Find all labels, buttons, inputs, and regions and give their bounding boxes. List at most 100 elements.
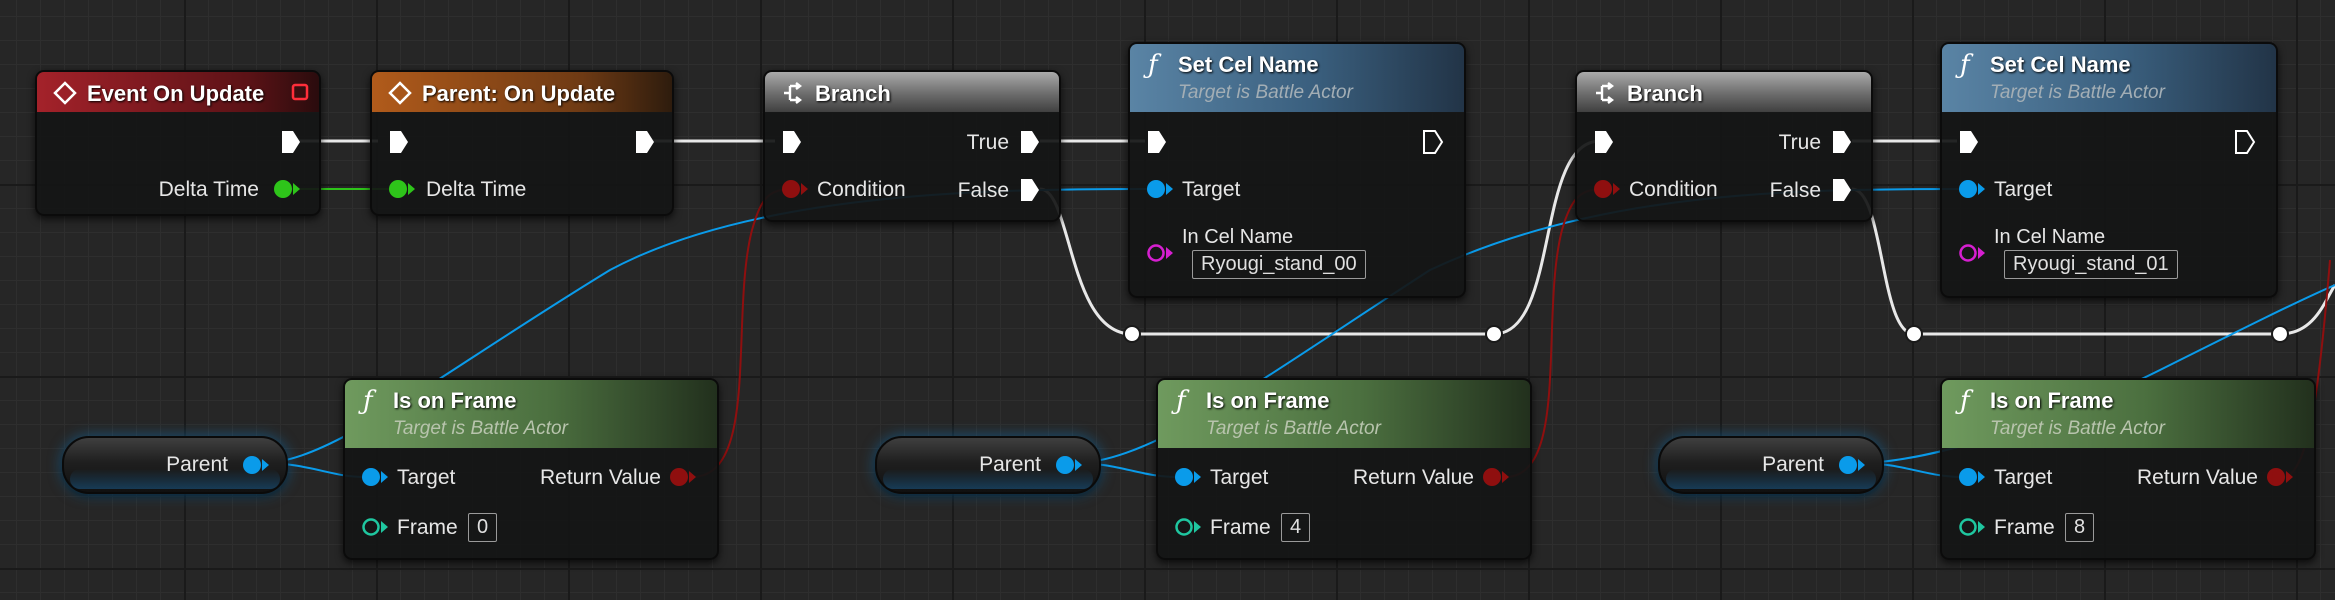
target-label: Target — [1994, 178, 2053, 201]
bool-out-pin[interactable] — [669, 466, 699, 488]
function-f-icon: ƒ — [1176, 386, 1186, 416]
set-cel-name-node[interactable]: ƒ Set Cel Name Target is Battle Actor Ta… — [1940, 42, 2278, 298]
node-header: Parent: On Update — [372, 72, 672, 112]
delegate-square-icon[interactable] — [291, 83, 309, 101]
in-cel-name-label: In Cel Name — [1994, 226, 2106, 248]
frame-input[interactable]: 0 — [468, 513, 498, 542]
int-in-pin[interactable] — [1958, 516, 1988, 538]
object-target-pin[interactable] — [1146, 178, 1176, 200]
cel-name-input[interactable]: Ryougi_stand_00 — [1192, 250, 1366, 279]
node-title: Set Cel Name — [1990, 52, 2131, 77]
object-target-pin[interactable] — [1958, 466, 1988, 488]
string-in-pin[interactable] — [1958, 242, 1988, 264]
exec-in-pin[interactable] — [388, 129, 410, 155]
is-on-frame-node[interactable]: ƒ Is on Frame Target is Battle Actor Tar… — [343, 378, 719, 560]
node-title: Parent: On Update — [422, 81, 616, 106]
exec-in-pin[interactable] — [1958, 129, 1980, 155]
exec-in-pin[interactable] — [1593, 129, 1615, 155]
exec-out-pin[interactable] — [1422, 129, 1444, 155]
event-diamond-icon — [388, 81, 412, 105]
exec-false-pin[interactable] — [1831, 177, 1853, 203]
branch-node[interactable]: Branch True Condition False — [763, 70, 1061, 222]
exec-true-pin[interactable] — [1831, 129, 1853, 155]
node-title: Set Cel Name — [1178, 52, 1319, 77]
parent-label: Parent — [166, 453, 228, 476]
object-out-pin[interactable] — [1055, 454, 1085, 476]
int-in-pin[interactable] — [1174, 516, 1204, 538]
node-header: Event On Update — [37, 72, 319, 112]
float-out-pin[interactable] — [273, 178, 303, 200]
node-title: Is on Frame — [1990, 388, 2114, 413]
frame-label: Frame — [1994, 516, 2055, 539]
node-header: ƒ Is on Frame Target is Battle Actor — [345, 380, 717, 448]
function-f-icon: ƒ — [363, 386, 373, 416]
reroute-knot — [1123, 325, 1141, 343]
node-subtitle: Target is Battle Actor — [393, 418, 568, 439]
node-title: Branch — [815, 81, 891, 106]
event-on-update-node[interactable]: Event On Update Delta Time — [35, 70, 321, 216]
is-on-frame-node[interactable]: ƒ Is on Frame Target is Battle Actor Tar… — [1156, 378, 1532, 560]
bool-in-pin[interactable] — [1593, 178, 1623, 200]
reroute-knot — [1485, 325, 1503, 343]
delta-time-label: Delta Time — [158, 178, 259, 201]
object-out-pin[interactable] — [242, 454, 272, 476]
parent-on-update-node[interactable]: Parent: On Update Delta Time — [370, 70, 674, 216]
target-label: Target — [1210, 466, 1269, 489]
true-label: True — [1778, 131, 1821, 154]
node-header: Branch — [1577, 72, 1871, 112]
exec-out-pin[interactable] — [634, 129, 656, 155]
branch-icon — [1596, 82, 1614, 104]
exec-out-pin[interactable] — [280, 129, 302, 155]
false-label: False — [1769, 179, 1821, 202]
object-target-pin[interactable] — [1958, 178, 1988, 200]
bool-out-pin[interactable] — [2266, 466, 2296, 488]
frame-label: Frame — [397, 516, 458, 539]
node-title: Is on Frame — [1206, 388, 1330, 413]
frame-input[interactable]: 4 — [1281, 513, 1311, 542]
node-subtitle: Target is Battle Actor — [1990, 418, 2165, 439]
node-header: ƒ Is on Frame Target is Battle Actor — [1158, 380, 1530, 448]
node-subtitle: Target is Battle Actor — [1178, 82, 1353, 103]
node-header: Branch — [765, 72, 1059, 112]
parent-getter-node[interactable]: Parent — [62, 436, 288, 494]
branch-icon — [784, 82, 802, 104]
object-target-pin[interactable] — [1174, 466, 1204, 488]
float-in-pin[interactable] — [388, 178, 418, 200]
exec-in-pin[interactable] — [781, 129, 803, 155]
true-label: True — [966, 131, 1009, 154]
event-diamond-icon — [53, 81, 77, 105]
target-label: Target — [1182, 178, 1241, 201]
node-subtitle: Target is Battle Actor — [1990, 82, 2165, 103]
branch-node[interactable]: Branch True Condition False — [1575, 70, 1873, 222]
parent-getter-node[interactable]: Parent — [1658, 436, 1884, 494]
object-target-pin[interactable] — [361, 466, 391, 488]
return-value-label: Return Value — [539, 466, 661, 489]
function-f-icon: ƒ — [1148, 50, 1158, 80]
function-f-icon: ƒ — [1960, 386, 1970, 416]
exec-wire — [2279, 284, 2335, 336]
parent-getter-node[interactable]: Parent — [875, 436, 1101, 494]
node-title: Branch — [1627, 81, 1703, 106]
exec-in-pin[interactable] — [1146, 129, 1168, 155]
exec-true-pin[interactable] — [1019, 129, 1041, 155]
bool-in-pin[interactable] — [781, 178, 811, 200]
reroute-knot — [2271, 325, 2289, 343]
object-out-pin[interactable] — [1838, 454, 1868, 476]
bool-out-pin[interactable] — [1482, 466, 1512, 488]
node-subtitle: Target is Battle Actor — [1206, 418, 1381, 439]
in-cel-name-label: In Cel Name — [1182, 226, 1294, 248]
cel-name-input[interactable]: Ryougi_stand_01 — [2004, 250, 2178, 279]
string-in-pin[interactable] — [1146, 242, 1176, 264]
set-cel-name-node[interactable]: ƒ Set Cel Name Target is Battle Actor Ta… — [1128, 42, 1466, 298]
delta-time-label: Delta Time — [426, 178, 527, 201]
return-value-label: Return Value — [2136, 466, 2258, 489]
int-in-pin[interactable] — [361, 516, 391, 538]
frame-label: Frame — [1210, 516, 1271, 539]
is-on-frame-node[interactable]: ƒ Is on Frame Target is Battle Actor Tar… — [1940, 378, 2316, 560]
node-header: ƒ Is on Frame Target is Battle Actor — [1942, 380, 2314, 448]
return-value-label: Return Value — [1352, 466, 1474, 489]
exec-out-pin[interactable] — [2234, 129, 2256, 155]
frame-input[interactable]: 8 — [2065, 513, 2095, 542]
parent-label: Parent — [979, 453, 1041, 476]
exec-false-pin[interactable] — [1019, 177, 1041, 203]
